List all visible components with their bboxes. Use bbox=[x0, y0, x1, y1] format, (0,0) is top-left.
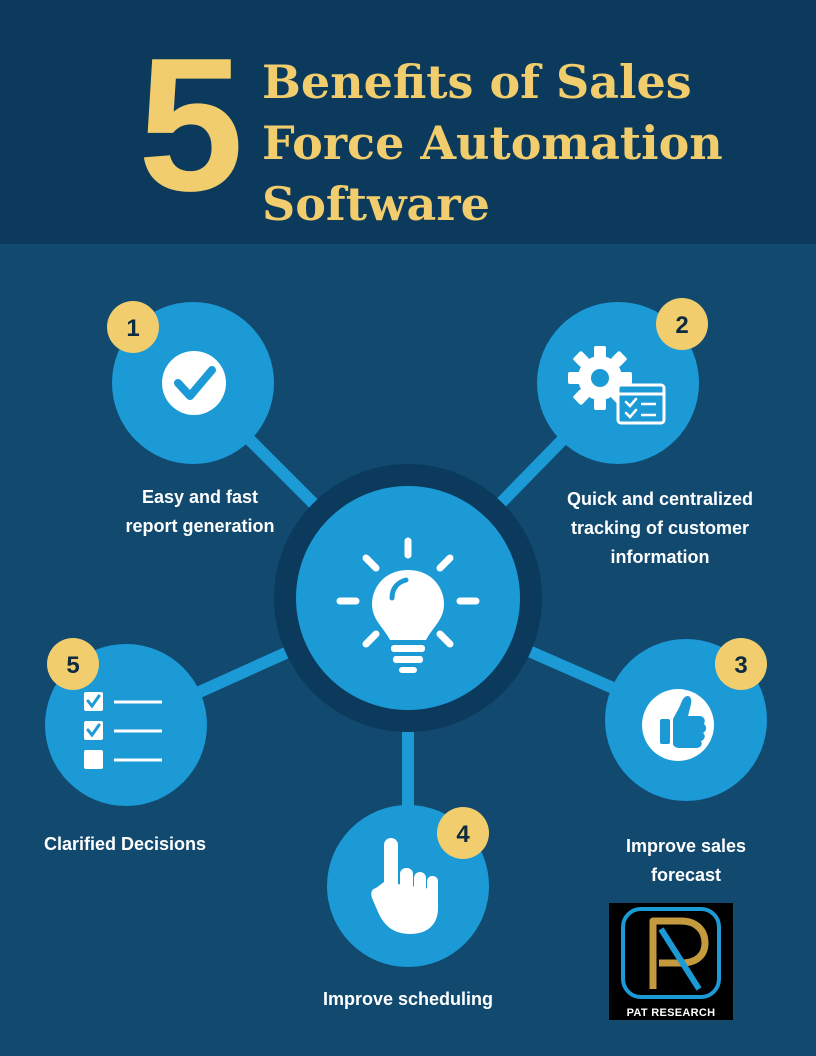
benefit-5-line: Clarified Decisions bbox=[43, 834, 207, 854]
benefit-1-badge bbox=[107, 301, 159, 353]
logo-text: PAT RESEARCH bbox=[626, 1007, 716, 1019]
benefit-2-node bbox=[537, 298, 708, 464]
benefit-3-line: forecast bbox=[650, 865, 722, 885]
pointing-hand-icon bbox=[371, 838, 438, 934]
benefit-1-number: 1 bbox=[126, 315, 139, 342]
benefit-4-badge bbox=[437, 807, 489, 859]
page-title: Benefits of Sales Force Automation Softw… bbox=[262, 52, 802, 235]
title-line: Force Automation bbox=[262, 116, 723, 170]
benefit-2-label: Quick and centralized tracking of custom… bbox=[546, 485, 774, 572]
benefit-5-label: Clarified Decisions bbox=[20, 830, 230, 859]
benefit-2-line: tracking of customer bbox=[570, 518, 750, 538]
title-line: Benefits of Sales bbox=[262, 55, 692, 109]
benefit-2-badge bbox=[656, 298, 708, 350]
benefit-3-label: Improve sales forecast bbox=[598, 832, 774, 890]
benefit-1-label: Easy and fast report generation bbox=[100, 483, 300, 541]
benefit-1-node bbox=[107, 301, 274, 464]
benefit-2-number: 2 bbox=[675, 312, 688, 339]
center-hub bbox=[274, 464, 542, 732]
header-banner: 5 Benefits of Sales Force Automation Sof… bbox=[0, 0, 816, 244]
benefit-1-line: report generation bbox=[125, 516, 275, 536]
benefit-3-badge bbox=[715, 638, 767, 690]
benefit-4-line: Improve scheduling bbox=[322, 989, 494, 1009]
benefit-3-line: Improve sales bbox=[625, 836, 747, 856]
gear-window-icon bbox=[568, 346, 666, 425]
thumbs-up-icon bbox=[660, 696, 707, 748]
benefit-5-badge bbox=[47, 638, 99, 690]
pr-monogram-icon bbox=[621, 907, 721, 999]
benefit-4-node bbox=[327, 805, 489, 967]
benefit-5-number: 5 bbox=[66, 652, 79, 679]
lightbulb-icon bbox=[336, 537, 480, 648]
pat-research-logo: PAT RESEARCH bbox=[609, 903, 733, 1020]
title-line: Software bbox=[262, 177, 490, 231]
benefit-4-label: Improve scheduling bbox=[298, 985, 518, 1014]
benefit-4-number: 4 bbox=[456, 821, 470, 848]
checklist-icon bbox=[84, 692, 162, 769]
benefit-2-line: information bbox=[610, 547, 710, 567]
benefit-3-number: 3 bbox=[734, 652, 747, 679]
lightbulb-body bbox=[372, 570, 444, 673]
big-number: 5 bbox=[138, 19, 244, 231]
benefit-2-line: Quick and centralized bbox=[566, 489, 754, 509]
benefit-1-line: Easy and fast bbox=[141, 487, 259, 507]
benefit-3-node bbox=[605, 638, 767, 801]
benefit-5-node bbox=[45, 638, 207, 806]
checkmark-icon bbox=[174, 366, 216, 400]
